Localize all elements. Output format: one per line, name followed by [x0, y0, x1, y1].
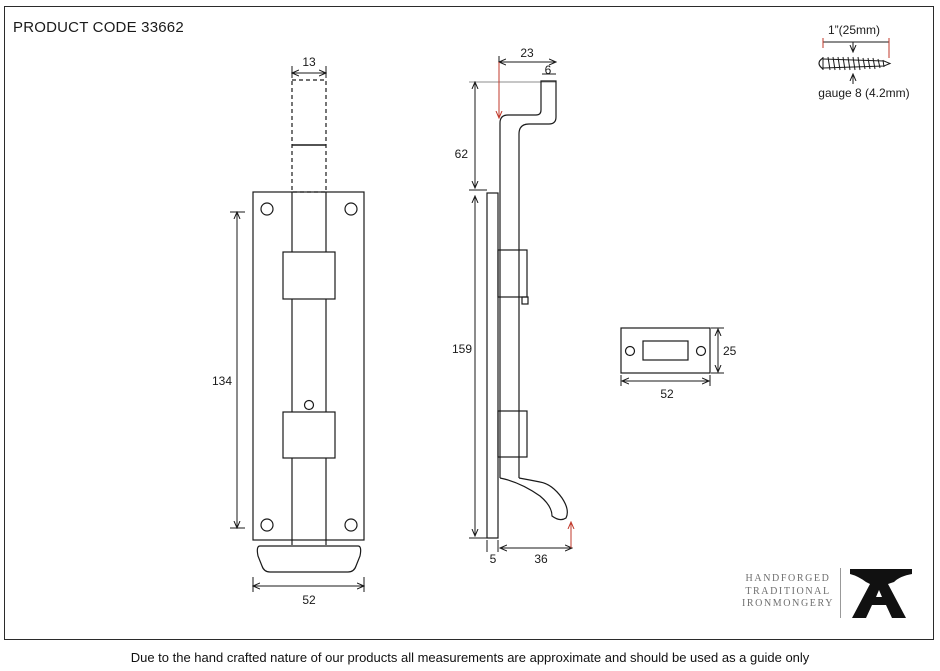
footer-disclaimer: Due to the hand crafted nature of our pr…	[130, 650, 810, 665]
upper-staple	[282, 251, 336, 300]
screw-icon	[818, 41, 892, 84]
side-upper-staple	[497, 249, 528, 298]
side-lower-staple	[497, 410, 528, 458]
dim-side-tip: 6	[545, 63, 552, 77]
screw-length: 1”(25mm)	[828, 23, 880, 37]
dim-side-height: 159	[452, 342, 472, 356]
screw-hole	[260, 518, 274, 532]
side-handle-loop	[499, 477, 568, 521]
drawing-frame	[4, 6, 934, 640]
keep-slot	[642, 340, 689, 361]
front-view	[252, 79, 365, 573]
screw-hole	[344, 518, 358, 532]
dim-side-throw: 23	[520, 46, 534, 60]
bolt-extension-dashed	[291, 79, 327, 193]
side-red-guides	[499, 62, 571, 548]
brand-line: HANDFORGED	[745, 573, 831, 584]
keep-dimensions	[620, 327, 724, 386]
keep-hole	[695, 345, 707, 357]
knob	[303, 399, 315, 411]
brand-wordmark: HANDFORGED TRADITIONAL IRONMONGERY	[740, 573, 836, 611]
front-dimensions	[230, 66, 364, 592]
dim-side-extension: 62	[455, 147, 469, 161]
brand-line: IRONMONGERY	[741, 598, 835, 609]
screw-gauge: gauge 8 (4.2mm)	[818, 86, 909, 100]
side-view	[486, 80, 568, 539]
brand-divider	[840, 568, 841, 618]
screw-red-guides	[822, 38, 890, 58]
screw-hole	[344, 202, 358, 216]
dim-side-plate: 5	[490, 552, 497, 566]
dim-front-height: 134	[212, 374, 232, 388]
keep-hole	[624, 345, 636, 357]
lower-staple	[282, 411, 336, 459]
keep-view	[620, 327, 711, 374]
product-code: PRODUCT CODE 33662	[13, 19, 184, 36]
dim-keep-height: 25	[723, 344, 737, 358]
side-bolt-rod	[499, 80, 557, 478]
side-plate	[486, 192, 499, 539]
keep-plate	[620, 327, 711, 374]
dim-front-width: 52	[302, 593, 316, 607]
side-dimensions	[469, 56, 572, 552]
dim-keep-width: 52	[660, 387, 674, 401]
back-plate	[252, 191, 365, 541]
bolt-handle	[256, 545, 362, 573]
anvil-logo	[850, 569, 912, 618]
brand-line: TRADITIONAL	[745, 585, 831, 597]
dim-side-depth: 36	[534, 552, 548, 566]
dim-stud-width: 13	[302, 55, 316, 69]
screw-hole	[260, 202, 274, 216]
